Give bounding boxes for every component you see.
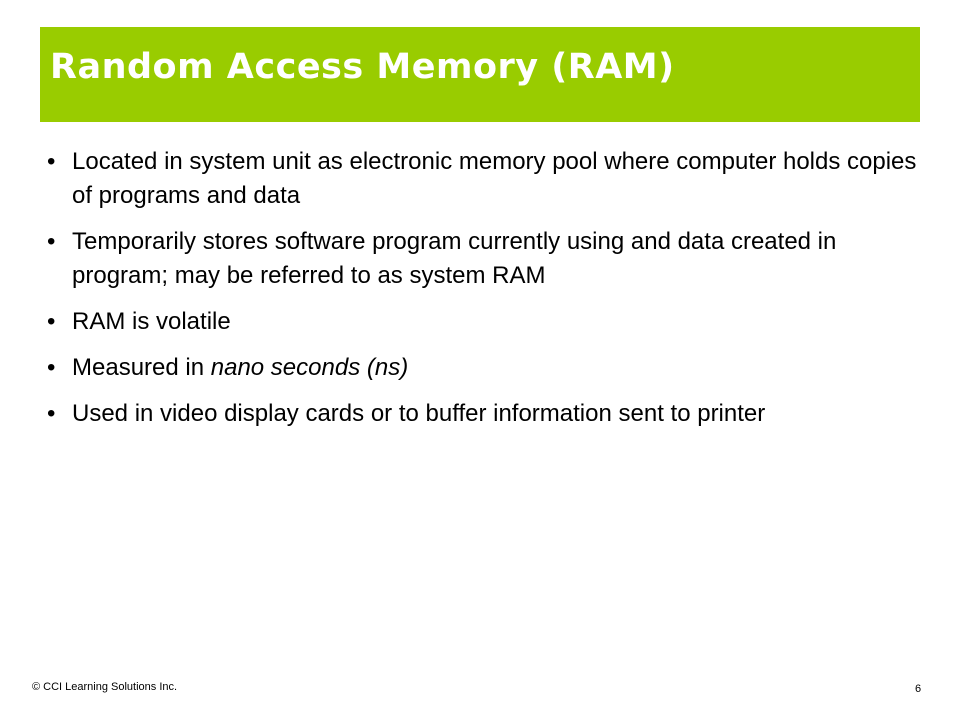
bullet-item: • Temporarily stores software program cu…	[47, 225, 917, 293]
footer-copyright: © CCI Learning Solutions Inc.	[32, 681, 178, 693]
title-bar: Random Access Memory (RAM)	[40, 27, 920, 122]
bullet-text: RAM is volatile	[72, 308, 231, 335]
bullet-item: • RAM is volatile	[47, 305, 917, 339]
bullet-list: • Located in system unit as electronic m…	[47, 145, 917, 443]
bullet-dot-icon: •	[47, 228, 56, 255]
bullet-item: • Used in video display cards or to buff…	[47, 397, 917, 431]
bullet-text: Used in video display cards or to buffer…	[72, 400, 766, 427]
bullet-dot-icon: •	[47, 308, 56, 335]
bullet-dot-icon: •	[47, 148, 56, 175]
page-number: 6	[915, 683, 922, 695]
bullet-text: Located in system unit as electronic mem…	[72, 148, 917, 209]
bullet-text-italic: nano seconds (ns)	[210, 354, 409, 381]
bullet-item: • Measured in nano seconds (ns)	[47, 351, 917, 385]
bullet-dot-icon: •	[47, 400, 56, 427]
slide-title: Random Access Memory (RAM)	[50, 47, 675, 87]
bullet-text: Temporarily stores software program curr…	[72, 228, 837, 289]
bullet-text-prefix: Measured in	[72, 354, 211, 381]
bullet-dot-icon: •	[47, 354, 56, 381]
bullet-item: • Located in system unit as electronic m…	[47, 145, 917, 213]
